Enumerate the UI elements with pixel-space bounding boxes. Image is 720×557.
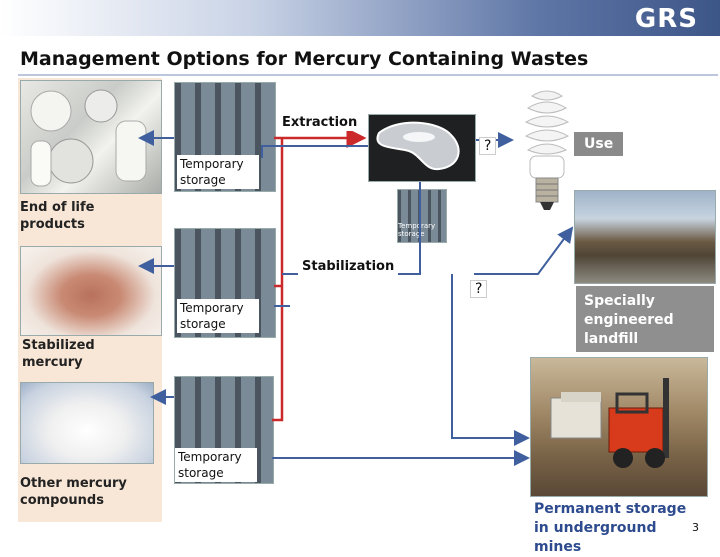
stabilization-label: Stabilization (298, 258, 399, 275)
underground-mine-photo (530, 357, 708, 497)
lamps-illustration (30, 89, 147, 187)
page-title: Management Options for Mercury Containin… (20, 48, 589, 70)
blue-flow-lines (138, 130, 574, 466)
energy-saving-lamp (524, 90, 570, 210)
flow-arrows (138, 128, 574, 466)
use-label: Use (574, 132, 624, 156)
landfill-label: Specially engineered landfill (576, 286, 714, 352)
other-compounds-label: Other mercury compounds (20, 476, 127, 508)
red-flow-lines (272, 128, 367, 422)
forklift-illustration (550, 378, 669, 468)
end-of-life-label: End of life products (20, 200, 95, 232)
grs-logo: GRS (634, 4, 698, 34)
stabilized-mercury-label: Stabilized mercury (22, 338, 95, 370)
liquid-mercury-photo (368, 114, 476, 182)
question-mark-2: ? (470, 280, 488, 298)
temp-storage-small-label: Temporary storage (398, 222, 436, 238)
title-divider (18, 74, 718, 76)
landfill-photo (574, 190, 716, 284)
mercury-drop-illustration (376, 121, 460, 171)
temp-storage-label-2: Temporary storage (177, 299, 259, 333)
extraction-label: Extraction (278, 114, 362, 131)
temp-storage-label-1: Temporary storage (177, 155, 259, 189)
temp-storage-label-3: Temporary storage (175, 448, 257, 482)
storage-photo-small (397, 189, 447, 243)
permanent-storage-label: Permanent storage in underground mines (534, 501, 687, 555)
other-compounds-photo (20, 382, 154, 464)
question-mark-1: ? (479, 137, 497, 155)
header-bar (0, 0, 720, 36)
page-number: 3 (692, 521, 699, 534)
